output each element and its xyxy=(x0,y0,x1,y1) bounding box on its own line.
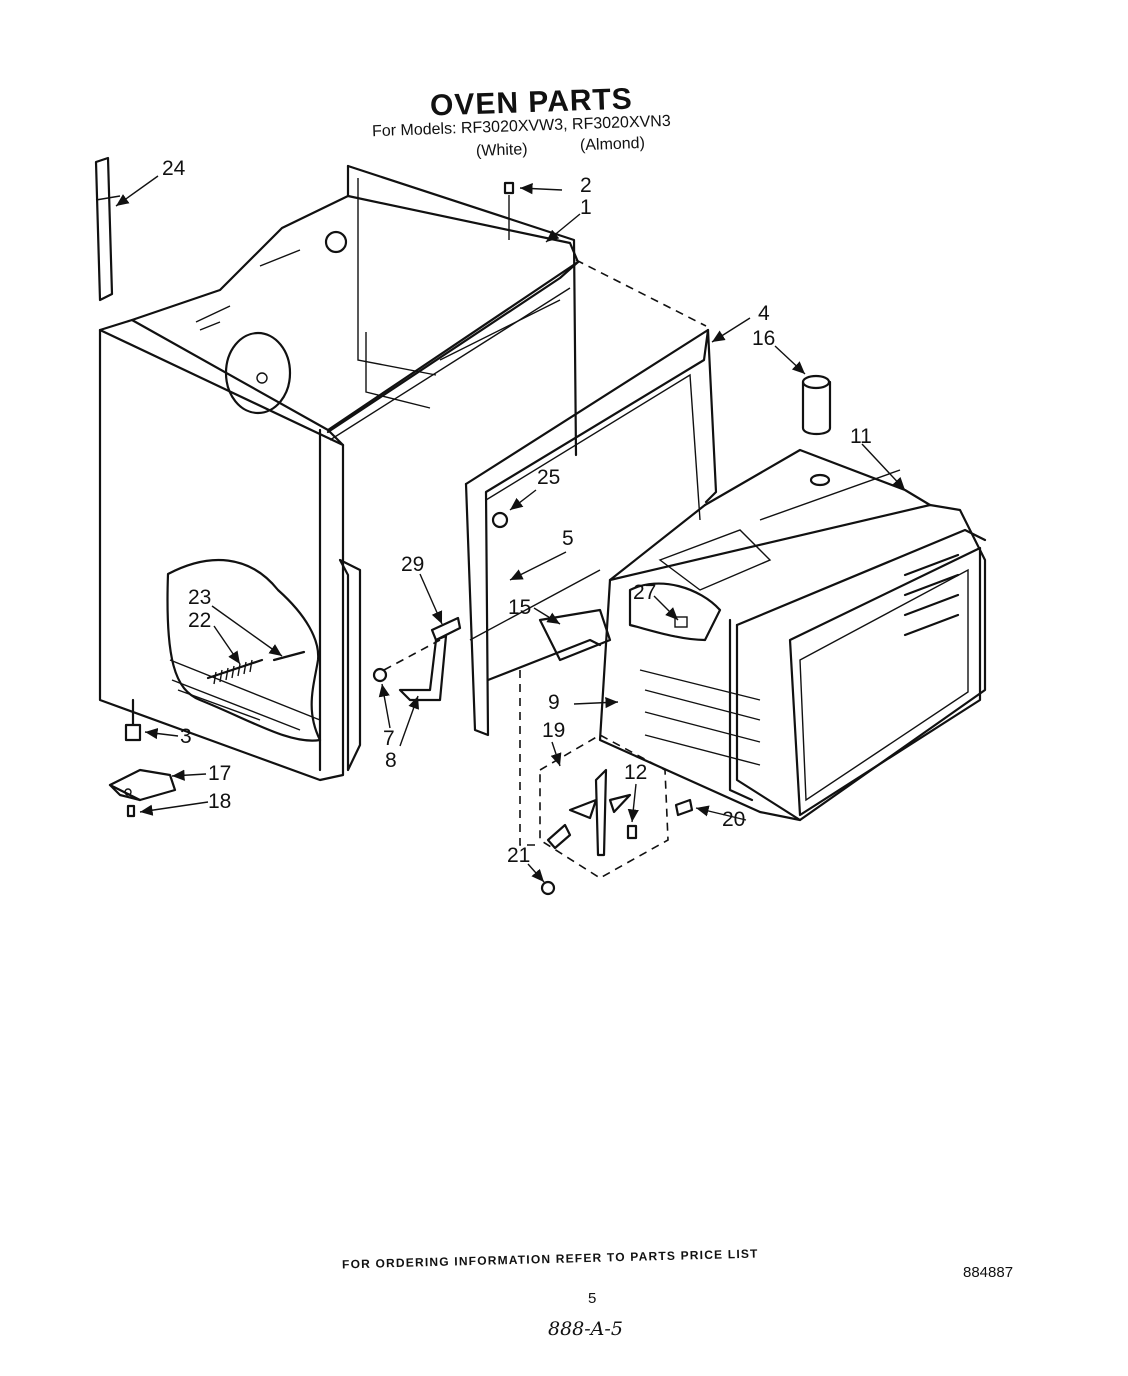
part-19-latch xyxy=(539,734,669,879)
callout-25: 25 xyxy=(537,466,560,489)
cutaway-panel xyxy=(166,558,322,742)
callout-20: 20 xyxy=(722,808,745,831)
callout-29: 29 xyxy=(401,553,424,576)
callout-4: 4 xyxy=(758,302,770,325)
leader-arrows xyxy=(115,175,906,883)
callout-3: 3 xyxy=(180,725,192,748)
callout-18: 18 xyxy=(208,790,231,813)
callout-11: 11 xyxy=(850,425,872,448)
document-number: 884887 xyxy=(963,1264,1014,1281)
callout-23: 23 xyxy=(188,586,211,609)
fan-hole xyxy=(224,331,292,415)
callout-21: 21 xyxy=(507,844,530,867)
callout-12: 12 xyxy=(624,761,647,784)
part-29-bolt xyxy=(430,616,462,642)
callout-8: 8 xyxy=(385,749,397,772)
part-8-hinge xyxy=(398,634,448,702)
callout-5: 5 xyxy=(562,527,574,550)
part-20-screw xyxy=(674,798,694,817)
part-21-clip xyxy=(540,880,556,896)
page-number: 5 xyxy=(588,1290,597,1307)
callout-2: 2 xyxy=(580,174,592,197)
callout-22: 22 xyxy=(188,609,211,632)
rear-frame xyxy=(464,328,718,737)
callout-16: 16 xyxy=(752,327,775,350)
callout-9: 9 xyxy=(548,691,560,714)
part-12-pin xyxy=(626,824,638,840)
part-24-bracket xyxy=(94,156,121,302)
part-16-tube xyxy=(801,374,832,436)
part-2-screw xyxy=(503,181,515,240)
callout-15: 15 xyxy=(508,596,531,619)
part-18-screw xyxy=(126,804,136,818)
part-17-bracket xyxy=(108,768,177,802)
callout-24: 24 xyxy=(162,157,186,180)
callout-17: 17 xyxy=(208,762,231,785)
callout-7: 7 xyxy=(383,727,395,750)
oven-cavity xyxy=(598,448,987,822)
handwritten-note: 888-A-5 xyxy=(548,1318,623,1340)
part-7-nut xyxy=(372,667,388,683)
oven-cabinet xyxy=(98,164,707,782)
part-22-spring xyxy=(206,658,264,685)
callout-27: 27 xyxy=(633,581,656,604)
callout-19: 19 xyxy=(542,719,565,742)
callout-1: 1 xyxy=(580,196,592,219)
part-3-leveling-leg xyxy=(124,698,142,742)
part-23-rod xyxy=(272,650,306,662)
